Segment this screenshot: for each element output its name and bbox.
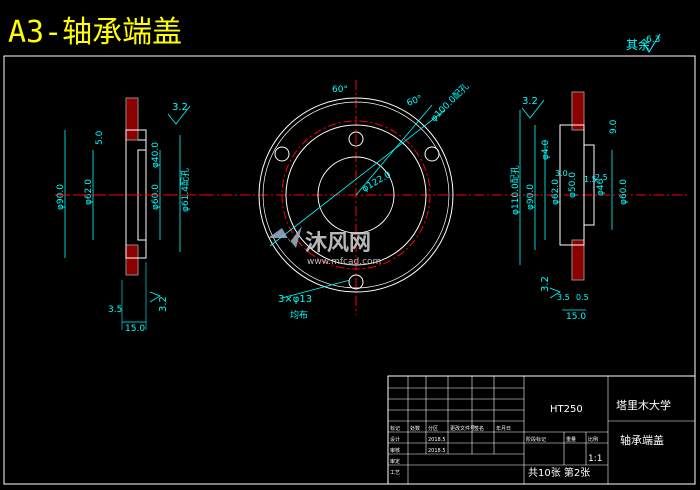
title-weight: 重量 [566,436,576,443]
left-dim-d1-text: φ90.0 [56,184,66,210]
right-dim-r-a: 1.5 [584,175,597,184]
roughness-other-value: 6.3 [646,35,660,45]
left-dim-d5-text: φ61.4配孔 [180,168,191,212]
right-dim-d-e-text: φ50.0 [568,172,578,198]
front-hole-left [274,146,290,162]
right-flange-upper [571,91,585,131]
left-roughness-top-symbol [167,105,191,125]
front-hole-bottom [348,274,364,290]
title-row-approve: 审定 [390,458,400,465]
right-boss [583,144,595,226]
right-dim-d-f-text: φ60.0 [619,179,629,205]
watermark-url: www.mfcad.com [307,257,381,267]
title-designer-date: 2018.5 [428,437,446,443]
front-angle-2: 60° [406,94,424,109]
watermark: 沐风网 www.mfcad.com [268,226,381,267]
front-dim-diag [269,109,446,247]
left-body-outline [125,129,147,259]
left-flange-lower [125,244,139,276]
front-holes-text: 3×φ13 [278,294,312,305]
left-dim-bottom-text: 3.5 [108,305,122,315]
front-dim-pcd [355,104,433,196]
right-dim-r-c: 3.0 [555,169,568,178]
watermark-brand: 沐风网 [305,231,371,256]
title-col-count: 处数 [410,425,420,432]
right-dim-r-b: 2.5 [595,173,608,182]
right-dim-d-d-text: φ62.0 [551,179,561,205]
drawing-title: A3-轴承端盖 [8,15,182,50]
title-school: 塔里木大学 [616,398,671,412]
front-hole-top [348,131,364,147]
front-inner-circle [317,156,395,234]
right-dim-d-a-text: φ110.0配孔 [510,165,521,215]
title-material: HT250 [550,404,583,415]
left-roughness-top: 3.2 [172,102,188,113]
right-dim-top-text: 9.0 [609,119,619,134]
left-dim-d3-text: φ40.0 [151,142,161,168]
title-stage: 阶段标记 [526,436,546,443]
right-dim-d-c-text: φ90.0 [526,184,536,210]
right-roughness-top: 3.2 [522,96,538,107]
title-col-date: 年月日 [496,425,511,432]
left-dim-d2-text: φ62.0 [84,179,94,205]
title-block-frame [387,375,696,485]
title-scale: 1:1 [588,454,602,464]
roughness-other-label: 其余 [626,37,650,52]
watermark-logo-icon [268,226,302,248]
roughness-other-symbol [642,33,661,53]
front-outer-circle-2 [262,101,450,289]
front-holes-note: 均布 [290,309,308,321]
right-dim-d-g-text: φ46 [596,178,606,196]
right-dim-d-b-text: φ4.0 [541,139,551,160]
front-pcd-text: φ100.0配孔 [428,81,471,124]
left-roughness-bottom: 3.2 [158,296,169,312]
title-col-zone: 分区 [428,425,438,432]
title-col-sign: 签名 [474,425,484,432]
left-flange-upper [125,97,139,141]
right-roughness-bottom-symbol [549,287,561,299]
left-dim-top-text: 5.0 [95,130,105,145]
front-angle-1: 60° [332,85,348,95]
left-roughness-bottom-symbol [149,291,161,303]
title-sheets: 共10张 第2张 [528,466,590,479]
title-block: HT250 塔里木大学 轴承端盖 1:1 共10张 第2张 标记 设计 审核 审… [387,375,696,485]
drawing-border [3,55,696,485]
right-dim-r-d: 3.5 [557,293,570,302]
right-section-view: φ110.0配孔 φ4.0 φ90.0 φ62.0 φ50.0 φ60.0 φ4… [510,91,629,322]
front-mid-circle [285,124,427,266]
title-part-name: 轴承端盖 [620,433,664,447]
title-row-process: 工艺 [390,470,400,476]
front-holes-leader [281,279,351,299]
title-block-grid [388,376,695,484]
right-dim-r-e: 0.5 [576,293,589,302]
right-dim-width-text: 15.0 [566,312,586,322]
left-dim-d4-text: φ60.0 [151,184,161,210]
front-center-text: φ122.0 [361,170,394,195]
front-pcd-circle [281,120,431,270]
right-roughness-top-symbol [521,99,545,119]
left-section-view: φ90.0 φ62.0 φ40.0 φ60.0 φ61.4配孔 5.0 3.5 … [55,97,210,334]
title-row-mark: 标记 [390,425,400,432]
title-checker-date: 2018.5 [428,448,446,454]
right-flange-lower [571,239,585,281]
title-row-check: 审核 [390,447,400,454]
left-dim-width-text: 15.0 [125,324,145,334]
right-roughness-bottom: 3.2 [540,276,551,292]
title-ratio: 比例 [588,436,598,443]
title-row-design: 设计 [390,436,400,443]
front-hole-right [424,146,440,162]
front-outer-circle [258,97,454,293]
title-col-doc: 更改文件号 [450,425,475,432]
